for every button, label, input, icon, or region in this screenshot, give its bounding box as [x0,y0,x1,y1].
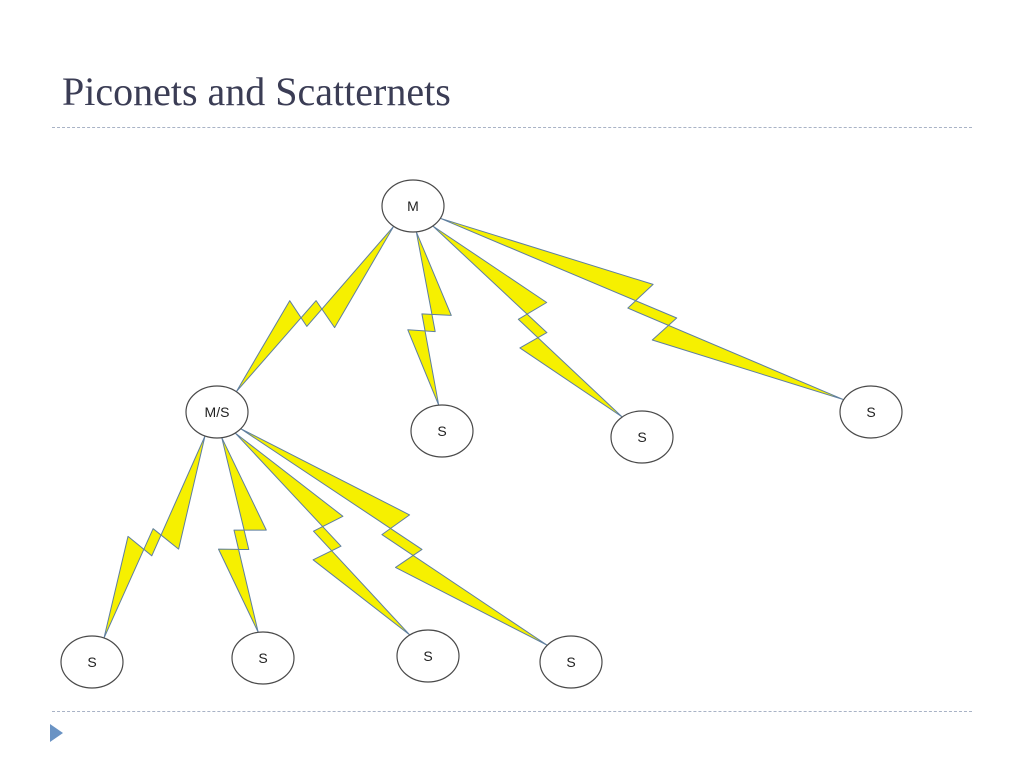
node-circle [839,385,903,439]
node-circle [381,179,445,233]
node-ms: M/S [185,385,249,439]
node-circle [396,629,460,683]
link-bolt-m-s3 [439,217,845,401]
link-bolt-ms-s4 [103,435,206,639]
link-bolt-ms-s5 [218,437,267,633]
footer-divider [52,711,972,712]
node-m: M [381,179,445,233]
node-label: S [87,654,96,670]
node-s1: S [410,404,474,458]
slide-title: Piconets and Scatternets [62,69,451,114]
node-label: M [407,198,419,214]
node-label: S [437,423,446,439]
node-s4: S [60,635,124,689]
node-circle [610,410,674,464]
node-circle [410,404,474,458]
node-circle [185,385,249,439]
nodes-layer: M M/S S S S S S S S [60,179,903,689]
link-bolt-m-s1 [407,231,452,406]
node-label: S [566,654,575,670]
title-divider [52,127,972,128]
node-label: S [637,429,646,445]
node-s2: S [610,410,674,464]
node-label: S [423,648,432,664]
node-s6: S [396,629,460,683]
node-label: S [866,404,875,420]
triangle-right-icon [50,724,63,742]
node-s7: S [539,635,603,689]
node-label: M/S [205,404,230,420]
link-bolt-ms-s7 [240,428,548,646]
node-label: S [258,650,267,666]
node-circle [231,631,295,685]
link-bolt-m-ms [235,225,395,393]
node-circle [539,635,603,689]
node-circle [60,635,124,689]
links-layer [103,217,845,646]
node-s5: S [231,631,295,685]
node-s3: S [839,385,903,439]
